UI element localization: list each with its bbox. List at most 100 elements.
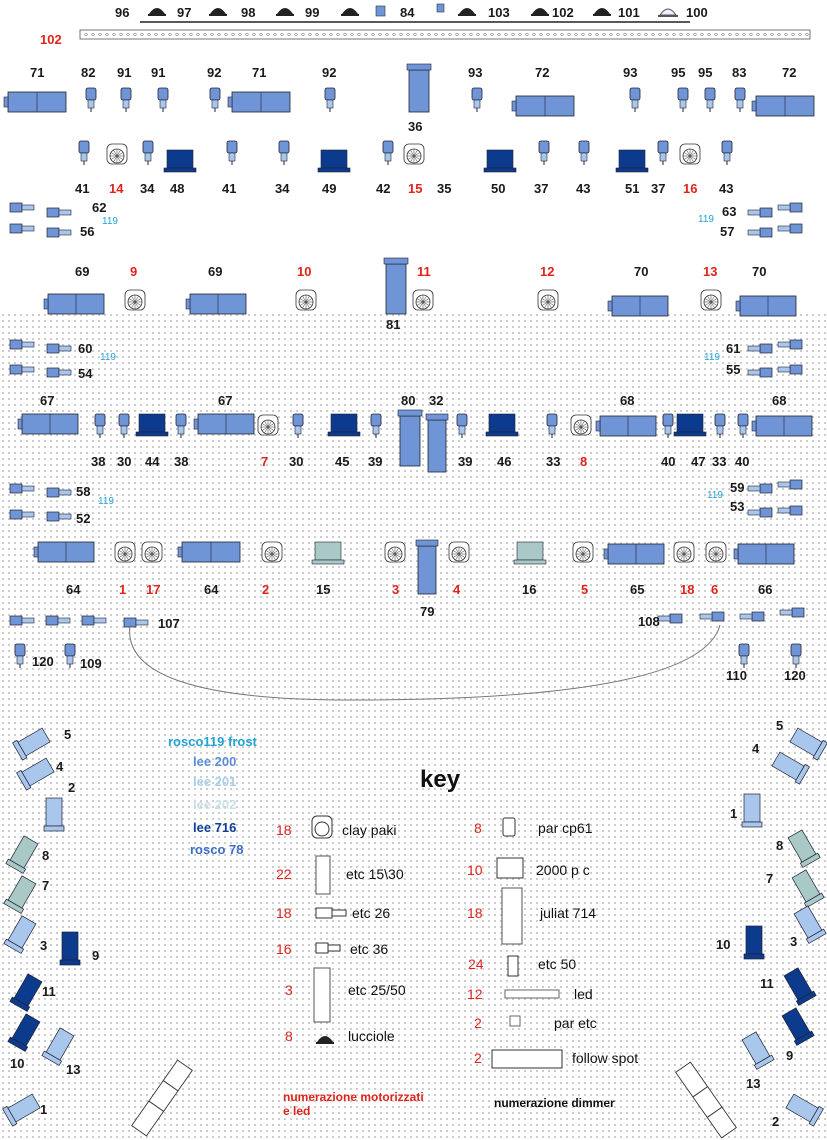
firefly-lamp-icon bbox=[316, 1036, 334, 1044]
side-stack-number: 9 bbox=[92, 948, 100, 963]
fixture-number-label: 84 bbox=[400, 5, 415, 20]
follow-spot-icon bbox=[491, 1049, 563, 1069]
moving-head-icon bbox=[403, 143, 425, 165]
truss-hole bbox=[308, 32, 312, 37]
fixture-number-label: 32 bbox=[429, 393, 444, 408]
truss-hole bbox=[357, 32, 361, 37]
par-etc-icon bbox=[375, 5, 386, 17]
fixture-number-label: 36 bbox=[408, 119, 423, 134]
fixture-number-label: 103 bbox=[488, 5, 510, 20]
juliat-profile-icon bbox=[177, 541, 241, 563]
moving-head-icon bbox=[412, 289, 434, 311]
fixture-number-label: 41 bbox=[75, 181, 90, 196]
profile-spot-icon bbox=[793, 905, 827, 944]
profile-spot-icon bbox=[78, 140, 90, 165]
key-right-name-0: par cp61 bbox=[538, 820, 593, 836]
moving-head-icon bbox=[673, 541, 695, 563]
profile-spot-icon bbox=[777, 223, 803, 234]
profile-spot-icon bbox=[747, 343, 773, 354]
pc-fresnel-icon bbox=[513, 541, 547, 565]
zoom-profile-icon bbox=[406, 63, 432, 113]
fixture-number-label: 47 bbox=[691, 454, 706, 469]
fixture-number-label: 8 bbox=[580, 454, 588, 469]
side-stack-number: 1 bbox=[40, 1102, 48, 1117]
key-left-count-2: 18 bbox=[276, 905, 292, 921]
truss-hole bbox=[203, 32, 207, 37]
side-stack-number: 13 bbox=[66, 1062, 81, 1077]
key-right-name-5: par etc bbox=[554, 1015, 597, 1031]
side-stack-number: 1 bbox=[730, 806, 738, 821]
truss-hole bbox=[525, 32, 529, 37]
truss-label-102: 102 bbox=[40, 32, 62, 47]
profile-spot-icon bbox=[315, 942, 329, 954]
moving-head-icon bbox=[114, 541, 136, 563]
truss-hole bbox=[588, 32, 592, 37]
moving-head-icon bbox=[700, 289, 722, 311]
fixture-number-label: 51 bbox=[625, 181, 640, 196]
fixture-number-label: 120 bbox=[32, 654, 54, 669]
fixture-number-label: 119 bbox=[100, 352, 116, 363]
fixture-number-label: 15 bbox=[408, 181, 423, 196]
key-right-count-3: 24 bbox=[468, 956, 484, 972]
fixture-number-label: 34 bbox=[275, 181, 290, 196]
juliat-profile-icon bbox=[733, 543, 795, 565]
juliat-profile-icon bbox=[501, 887, 523, 945]
fixture-number-label: 79 bbox=[420, 604, 435, 619]
truss-hole bbox=[798, 32, 802, 37]
key-right-name-3: etc 50 bbox=[538, 956, 577, 972]
profile-spot-icon bbox=[331, 909, 347, 917]
truss-hole bbox=[770, 32, 774, 37]
truss-hole bbox=[609, 32, 613, 37]
key-left-name-0: clay paki bbox=[342, 822, 397, 838]
fixture-number-label: 4 bbox=[453, 582, 461, 597]
fixture-number-label: 91 bbox=[151, 65, 166, 80]
side-stack-number: 7 bbox=[766, 871, 774, 886]
truss-hole bbox=[371, 32, 375, 37]
juliat-profile-icon bbox=[193, 413, 255, 435]
fixture-number-label: 43 bbox=[719, 181, 734, 196]
fixture-number-label: 13 bbox=[703, 264, 718, 279]
profile-spot-icon bbox=[120, 87, 132, 112]
fixture-number-label: 95 bbox=[671, 65, 686, 80]
side-stack-number: 8 bbox=[776, 838, 784, 853]
fixture-number-label: 50 bbox=[491, 181, 506, 196]
truss-hole bbox=[147, 32, 151, 37]
zoom-profile-icon bbox=[425, 413, 449, 473]
legend-lee201: lee 201 bbox=[193, 774, 237, 789]
firefly-lamp-icon bbox=[209, 8, 227, 16]
truss-hole bbox=[735, 32, 739, 37]
truss-hole bbox=[378, 32, 382, 37]
fixture-number-label: 98 bbox=[241, 5, 256, 20]
truss-hole bbox=[777, 32, 781, 37]
truss-hole bbox=[350, 32, 354, 37]
truss-hole bbox=[126, 32, 130, 37]
moving-head-icon bbox=[679, 143, 701, 165]
truss-hole bbox=[497, 32, 501, 37]
truss-hole bbox=[805, 32, 809, 37]
profile-spot-icon bbox=[657, 613, 683, 624]
profile-spot-icon bbox=[315, 907, 333, 919]
profile-spot-icon bbox=[790, 643, 802, 668]
fixture-number-label: 52 bbox=[76, 511, 91, 526]
profile-spot-icon bbox=[747, 483, 773, 494]
profile-spot-icon bbox=[777, 364, 803, 375]
fixture-number-label: 64 bbox=[66, 582, 81, 597]
side-stack-number: 8 bbox=[42, 848, 50, 863]
side-stack-number: 3 bbox=[40, 938, 48, 953]
truss-hole bbox=[182, 32, 186, 37]
profile-spot-icon bbox=[699, 611, 725, 622]
key-left-count-0: 18 bbox=[276, 822, 292, 838]
juliat-profile-icon bbox=[751, 415, 813, 437]
fixture-number-label: 17 bbox=[146, 582, 161, 597]
fixture-number-label: 119 bbox=[102, 216, 118, 227]
fixture-number-label: 119 bbox=[704, 352, 720, 363]
profile-spot-icon bbox=[327, 944, 341, 952]
truss-hole bbox=[385, 32, 389, 37]
truss-hole bbox=[763, 32, 767, 37]
truss-hole bbox=[490, 32, 494, 37]
fixture-number-label: 11 bbox=[417, 264, 431, 279]
fixture-number-label: 3 bbox=[392, 582, 400, 597]
fixture-number-label: 92 bbox=[322, 65, 337, 80]
profile-spot-icon bbox=[777, 202, 803, 213]
